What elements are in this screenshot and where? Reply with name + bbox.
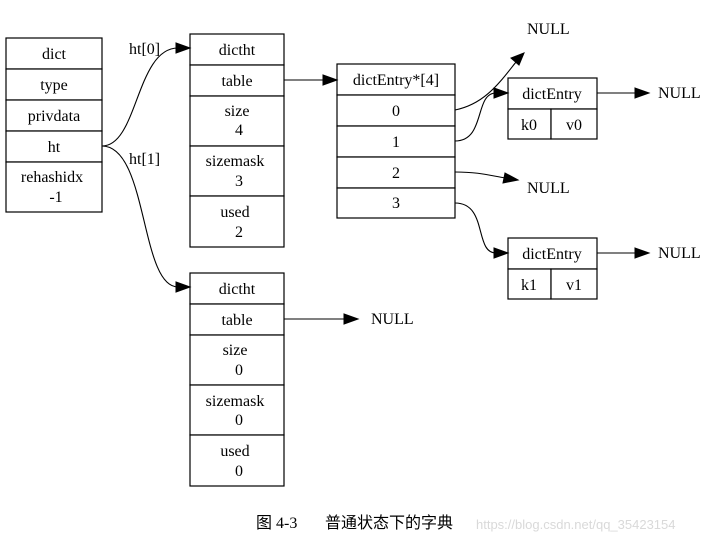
edge-ht0 [101,47,179,147]
entry0-title: dictEntry [522,86,582,103]
ht1-title: dictht [219,281,256,298]
ht1-sizemask-label: sizemask [206,393,265,410]
edge-slot3-entry1 [454,202,497,254]
entry1-value: v1 [566,277,582,294]
entry1-title: dictEntry [522,246,582,263]
dict-struct: dict type privdata ht rehashidx -1 [5,37,103,213]
entry1-value-cell [550,268,598,300]
entry1-key: k1 [521,277,537,294]
dict-rehashidx-value: -1 [49,189,62,206]
null-ht1-table: NULL [371,311,414,328]
watermark-url: https://blog.csdn.net/qq_35423154 [476,517,676,532]
edge-slot2-null-arrowhead [502,172,520,184]
entry0-value: v0 [566,117,582,134]
ht1-sizemask-cell [189,384,285,436]
ht0-size-value: 4 [235,122,243,139]
null-entry0-next: NULL [658,85,701,102]
table-slot-1-label: 1 [392,134,400,151]
ht0-dictht: dictht table size 4 sizemask 3 used 2 [189,33,285,248]
edges [101,42,651,325]
ht1-title-cell [189,272,285,305]
hash-table-array: dictEntry*[4] 0 1 2 3 [336,63,456,219]
dict-entry-k1: dictEntry k1 v1 [507,237,598,300]
null-slot0: NULL [527,21,570,38]
edge-label-ht0: ht[0] [129,41,160,58]
ht0-used-cell [189,195,285,248]
table-slot-2 [336,156,456,189]
dict-rehashidx-label: rehashidx [21,169,83,186]
null-slot2: NULL [527,180,570,197]
edge-ht1-table-null-arrowhead [343,313,360,325]
edge-slot0-null [454,61,517,111]
entry0-value-cell [550,108,598,140]
edge-slot2-null [454,171,506,179]
ht0-sizemask-label: sizemask [206,153,265,170]
dict-ht-label: ht [48,139,61,156]
edge-label-ht1: ht[1] [129,151,160,168]
table-title: dictEntry*[4] [353,72,439,89]
null-entry1-next: NULL [658,245,701,262]
figure-number: 图 4-3 [256,515,297,532]
dict-header-label: dict [42,46,67,63]
edge-entry0-next-null-arrowhead [634,87,651,99]
dict-type-cell [5,68,103,101]
ht1-table-cell [189,303,285,336]
table-slot-2-label: 2 [392,165,400,182]
edge-entry1-next-null-arrowhead [634,247,651,259]
ht1-used-cell [189,434,285,487]
ht0-size-cell [189,95,285,147]
ht0-title-cell [189,33,285,66]
ht1-sizemask-value: 0 [235,412,243,429]
table-slot-3 [336,187,456,219]
ht0-table-label: table [221,73,252,90]
dict-privdata-label: privdata [28,108,80,125]
ht1-size-value: 0 [235,362,243,379]
edge-slot1-entry0 [454,92,497,142]
dict-type-label: type [40,77,68,94]
entry0-key-cell [507,108,552,140]
edge-ht0-table-arrowhead [322,74,339,86]
edge-slot3-entry1-arrowhead [493,247,510,259]
ht1-table-label: table [221,312,252,329]
ht0-title: dictht [219,42,256,59]
edge-ht1-arrowhead [175,281,192,293]
ht0-sizemask-value: 3 [235,173,243,190]
ht0-used-label: used [220,204,249,221]
table-slot-0 [336,94,456,127]
dict-rehashidx-cell [5,161,103,213]
ht1-used-value: 0 [235,463,243,480]
edge-slot0-null-arrowhead [510,52,525,66]
dict-header-cell [5,37,103,70]
entry0-title-cell [507,77,598,110]
ht0-used-value: 2 [235,224,243,241]
table-slot-3-label: 3 [392,195,400,212]
edge-ht1 [101,145,179,288]
table-slot-0-label: 0 [392,103,400,120]
ht1-used-label: used [220,443,249,460]
dict-entry-k0: dictEntry k0 v0 [507,77,598,140]
table-slot-1 [336,125,456,158]
edge-slot1-entry0-arrowhead [493,87,510,99]
ht1-dictht: dictht table size 0 sizemask 0 used 0 [189,272,285,487]
ht1-size-label: size [223,342,248,359]
ht0-size-label: size [225,103,250,120]
figure-title: 普通状态下的字典 [325,514,453,532]
entry0-key: k0 [521,117,537,134]
edge-ht0-arrowhead [175,42,192,54]
entry1-key-cell [507,268,552,300]
